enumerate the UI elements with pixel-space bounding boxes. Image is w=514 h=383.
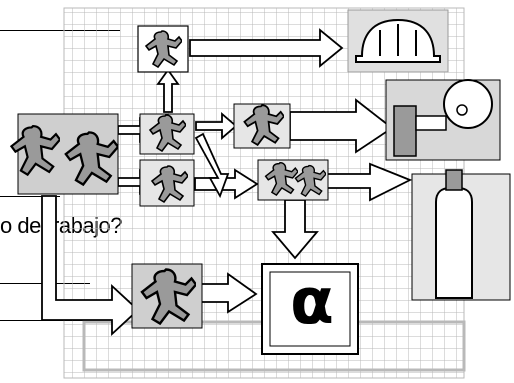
person-running-icon	[139, 159, 195, 207]
formula-symbol: α	[290, 265, 334, 339]
alpha-symbol-icon	[261, 263, 359, 355]
arrow-down-right-icon	[41, 195, 140, 337]
two-people-running-icon	[10, 113, 119, 195]
person-pushing-icon	[131, 263, 203, 329]
arrow-right-icon	[289, 98, 394, 154]
person-pushing-icon	[139, 113, 195, 155]
arrow-right-icon	[189, 28, 344, 68]
person-running-icon	[233, 103, 291, 149]
people-group-icon	[257, 159, 329, 201]
gas-cylinder-icon	[411, 169, 511, 301]
slide-rule-top	[0, 30, 120, 31]
person-jumping-icon	[137, 25, 189, 73]
hard-hat-icon	[347, 9, 449, 73]
arrow-up-icon	[156, 68, 180, 113]
arrow-right-icon	[199, 272, 258, 314]
arrow-down-icon	[194, 132, 230, 199]
light-bulb-icon	[385, 79, 501, 161]
arrow-right-icon	[194, 168, 259, 200]
arrow-right-icon	[195, 112, 238, 140]
arrow-down-icon	[271, 199, 319, 260]
slide-rule-middle	[0, 196, 60, 197]
